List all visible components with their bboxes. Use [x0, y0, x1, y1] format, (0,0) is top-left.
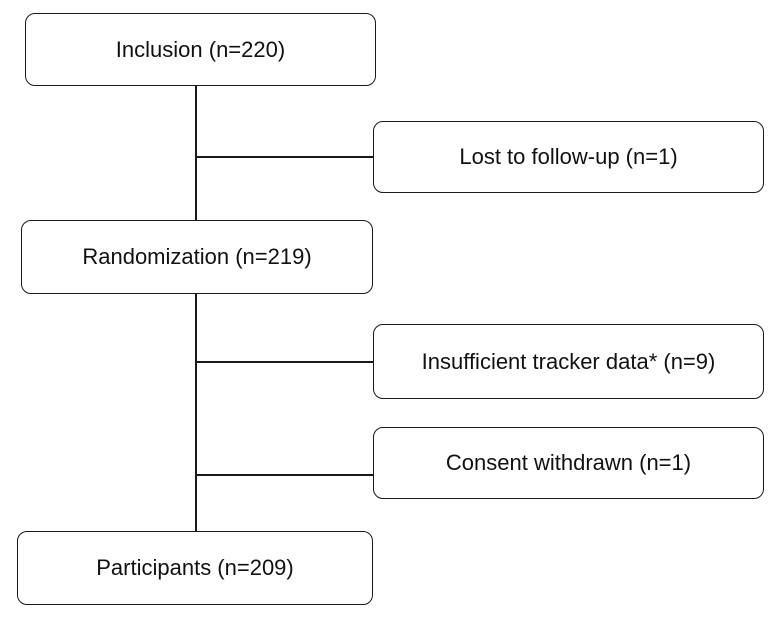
connector-to-lost-to-follow-up — [196, 156, 373, 158]
randomization-box: Randomization (n=219) — [21, 220, 373, 294]
connector-to-consent-withdrawn — [196, 474, 373, 476]
consent-withdrawn-box: Consent withdrawn (n=1) — [373, 427, 764, 499]
participants-box: Participants (n=209) — [17, 531, 373, 605]
lost-to-follow-up-label: Lost to follow-up (n=1) — [459, 144, 678, 169]
connector-inclusion-to-randomization — [195, 86, 197, 220]
insufficient-tracker-data-box: Insufficient tracker data* (n=9) — [373, 324, 764, 399]
inclusion-box: Inclusion (n=220) — [25, 13, 376, 86]
connector-to-insufficient-tracker-data — [196, 361, 373, 363]
lost-to-follow-up-box: Lost to follow-up (n=1) — [373, 121, 764, 193]
insufficient-tracker-data-label: Insufficient tracker data* (n=9) — [421, 348, 716, 374]
connector-randomization-to-participants — [195, 294, 197, 531]
participants-label: Participants (n=209) — [96, 555, 294, 580]
consent-withdrawn-label: Consent withdrawn (n=1) — [445, 450, 692, 475]
randomization-label: Randomization (n=219) — [82, 244, 312, 269]
inclusion-label: Inclusion (n=220) — [115, 36, 286, 62]
